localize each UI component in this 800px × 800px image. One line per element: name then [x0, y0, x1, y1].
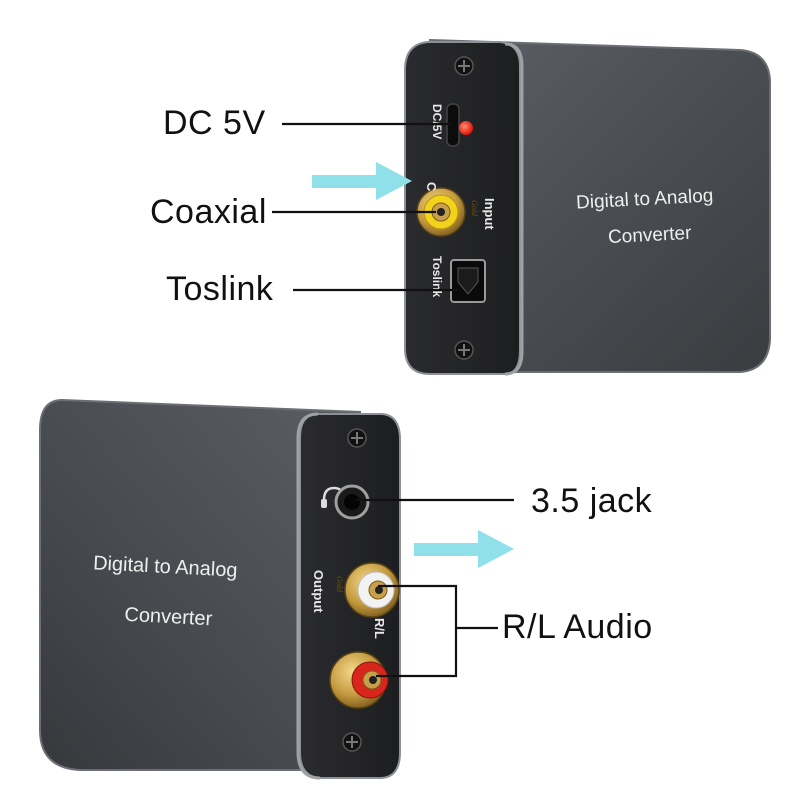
callout-rl-audio: R/L Audio: [502, 608, 653, 646]
rca-left-jack: [344, 562, 400, 618]
arrow-right-icon: [414, 530, 514, 568]
arrow-right-icon: [312, 162, 412, 200]
callout-coaxial: Coaxial: [150, 193, 267, 231]
screw-icon: [347, 428, 367, 448]
callout-3-5-jack: 3.5 jack: [531, 482, 653, 520]
coax-small-label: C: [424, 182, 439, 192]
screw-icon: [342, 732, 362, 752]
output-label: Output: [311, 570, 326, 613]
callout-lines: [272, 122, 514, 678]
dc-port-label: DC/5V: [430, 104, 444, 139]
top-face-title-line2: Converter: [608, 223, 693, 248]
power-led: [459, 121, 473, 135]
coax-ring-text: Gold: [470, 200, 479, 217]
headphone-jack-3-5mm: [334, 484, 370, 520]
rl-bracket-line: [376, 584, 458, 678]
input-label: Input: [482, 198, 497, 230]
screw-icon: [454, 56, 474, 76]
callout-dc-5v: DC 5V: [163, 104, 266, 142]
bottom-converter-unit: [39, 398, 401, 780]
toslink-optical-port: [450, 259, 486, 303]
rca-ring-text: Gold: [335, 576, 344, 593]
rl-label: R/L: [372, 618, 387, 639]
rca-right-jack: [329, 651, 389, 709]
screw-icon: [454, 340, 474, 360]
callout-toslink: Toslink: [166, 270, 274, 308]
toslink-port-label: Toslink: [430, 256, 444, 297]
bottom-face-title-line2: Converter: [124, 604, 213, 631]
